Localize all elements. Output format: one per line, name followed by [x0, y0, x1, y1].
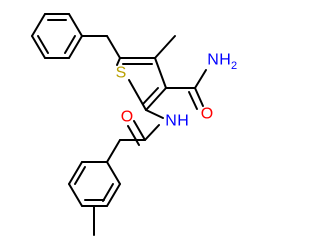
carbonyl-oxygen-label: O	[121, 109, 133, 126]
bond	[68, 183, 83, 207]
bond	[145, 109, 164, 119]
bond	[154, 57, 167, 89]
bond	[133, 120, 146, 141]
double-bond-inner	[64, 35, 76, 54]
bond	[68, 161, 83, 185]
amide-hydrogen-label: H	[219, 52, 231, 69]
bond	[68, 13, 83, 37]
double-bond-inner	[127, 125, 140, 146]
bond	[106, 35, 121, 59]
molecule-structure: S N H 2 O N H O	[31, 13, 237, 236]
amide-hydrogen-count: 2	[231, 60, 237, 72]
toluoyl-ring	[68, 139, 121, 207]
double-bond-inner	[188, 91, 198, 110]
double-bond-inner	[37, 35, 49, 54]
bond	[154, 35, 176, 59]
benzyl-phenyl-ring	[31, 13, 83, 59]
amide-oxygen-label: O	[201, 106, 213, 123]
bond	[31, 35, 46, 59]
double-bond-inner	[74, 166, 86, 185]
amide-nitrogen-label: N	[207, 52, 219, 69]
double-bond-inner	[142, 87, 159, 105]
bond	[31, 13, 46, 37]
double-bond-inner	[102, 183, 114, 202]
nh-nitrogen-label: N	[165, 113, 177, 130]
bond	[145, 87, 167, 111]
sulfur-atom-label: S	[116, 65, 127, 82]
nh-hydrogen-label: H	[177, 113, 189, 130]
bond	[116, 57, 121, 66]
bond	[128, 79, 147, 111]
bond	[194, 87, 204, 107]
bond	[144, 124, 160, 141]
thiophene-ring	[116, 57, 167, 111]
bond	[68, 35, 83, 59]
bond	[106, 139, 121, 163]
bond	[106, 161, 121, 185]
bond	[106, 183, 121, 207]
bond	[194, 69, 207, 89]
